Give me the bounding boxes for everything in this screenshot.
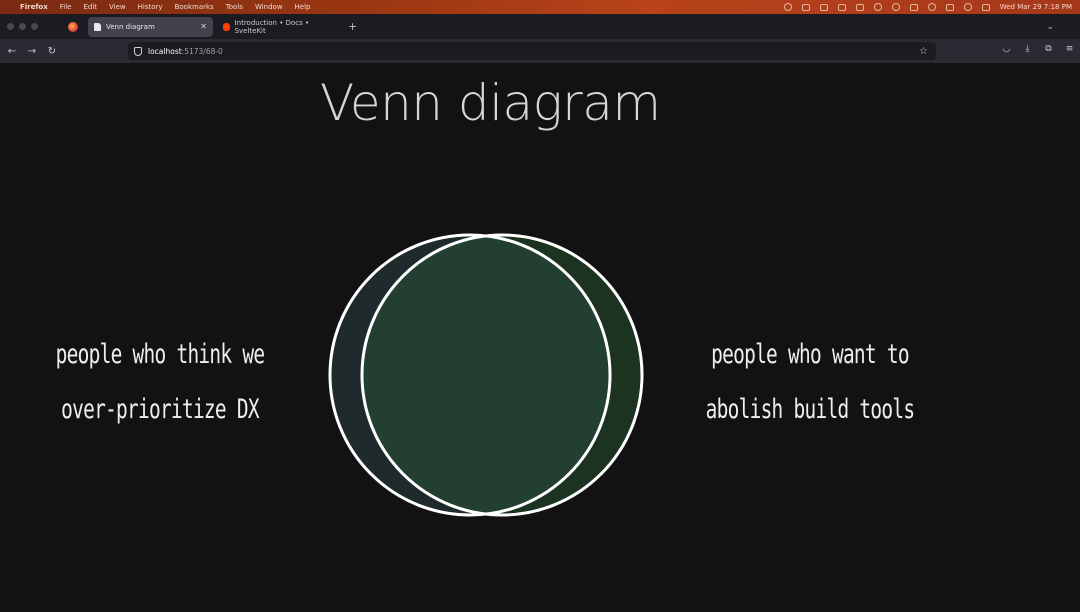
status-lock-icon[interactable] xyxy=(909,3,918,11)
toolbar-right-icons: ◡ ⤓ ⧉ ≡ xyxy=(1002,44,1074,54)
overlap-region xyxy=(362,235,610,515)
menu-file[interactable]: File xyxy=(59,3,72,11)
menu-help[interactable]: Help xyxy=(294,3,311,11)
new-tab-icon[interactable]: + xyxy=(348,20,358,33)
page-content: Venn diagram people who think we over-pr… xyxy=(0,63,1080,612)
zoom-window-button[interactable] xyxy=(31,23,38,30)
extensions-icon[interactable]: ⧉ xyxy=(1045,44,1052,54)
right-set-label: people who want to abolish build tools xyxy=(680,327,939,437)
menu-window[interactable]: Window xyxy=(254,3,283,11)
left-label-line-1: people who think we xyxy=(55,339,265,370)
tab-sveltekit-docs[interactable]: Introduction • Docs • SvelteKit xyxy=(217,17,342,37)
tab-venn-diagram[interactable]: Venn diagram ✕ xyxy=(88,16,213,37)
menu-app-firefox[interactable]: Firefox xyxy=(20,3,48,11)
display-icon[interactable] xyxy=(981,3,990,11)
reload-icon[interactable]: ↻ xyxy=(47,45,57,57)
menu-bookmarks[interactable]: Bookmarks xyxy=(174,3,214,11)
minimize-window-button[interactable] xyxy=(19,23,26,30)
menu-edit[interactable]: Edit xyxy=(83,3,98,11)
url-bar[interactable]: localhost :5173/68-0 ☆ xyxy=(128,42,936,114)
wifi-icon[interactable] xyxy=(927,3,936,11)
status-box-icon[interactable] xyxy=(801,3,810,11)
status-battery-icon[interactable] xyxy=(855,3,864,11)
left-label-line-2: over-prioritize DX xyxy=(61,394,259,425)
svelte-favicon-icon xyxy=(223,22,230,31)
navigation-toolbar: ← → ↻ localhost :5173/68-0 ☆ ◡ ⤓ ⧉ ≡ xyxy=(0,39,1080,114)
hamburger-menu-icon[interactable]: ≡ xyxy=(1065,44,1074,54)
tab-strip: Venn diagram ✕ Introduction • Docs • Sve… xyxy=(0,14,1080,39)
status-play-icon[interactable] xyxy=(873,3,882,11)
venn-diagram xyxy=(328,233,644,517)
left-set-label: people who think we over-prioritize DX xyxy=(30,327,289,437)
forward-arrow-icon[interactable]: → xyxy=(27,45,37,57)
menu-view[interactable]: View xyxy=(109,3,126,11)
status-shield-icon[interactable] xyxy=(837,3,846,11)
status-clock-icon[interactable] xyxy=(891,3,900,11)
list-all-tabs-icon[interactable]: ⌄ xyxy=(1046,21,1054,32)
page-title: Venn diagram xyxy=(320,74,661,132)
bookmark-star-icon[interactable]: ☆ xyxy=(919,45,928,57)
menu-history[interactable]: History xyxy=(137,3,163,11)
right-set-outline xyxy=(360,233,644,517)
tracking-protection-icon[interactable] xyxy=(134,46,142,56)
status-icons: Wed Mar 29 7:18 PM xyxy=(783,3,1080,11)
macos-menu-bar: Firefox File Edit View History Bookmarks… xyxy=(0,0,1080,14)
window-controls xyxy=(7,23,38,30)
url-host: localhost xyxy=(148,46,182,56)
page-favicon-icon xyxy=(94,22,101,31)
close-window-button[interactable] xyxy=(7,23,14,30)
tab-label: Venn diagram xyxy=(106,22,155,31)
status-grid-icon[interactable] xyxy=(819,3,828,11)
firefox-view-icon[interactable] xyxy=(68,21,78,32)
back-arrow-icon[interactable]: ← xyxy=(7,45,17,57)
url-path: :5173/68-0 xyxy=(181,46,223,56)
right-label-line-1: people who want to xyxy=(711,339,909,370)
menu-tools[interactable]: Tools xyxy=(225,3,243,11)
tab-close-icon[interactable]: ✕ xyxy=(200,22,207,31)
downloads-icon[interactable]: ⤓ xyxy=(1025,44,1030,54)
search-icon[interactable] xyxy=(963,3,972,11)
left-set-outline xyxy=(328,233,612,517)
tab-label: Introduction • Docs • SvelteKit xyxy=(234,18,310,35)
right-label-line-2: abolish build tools xyxy=(705,394,915,425)
pocket-icon[interactable]: ◡ xyxy=(1002,44,1011,54)
menubar-clock[interactable]: Wed Mar 29 7:18 PM xyxy=(999,3,1072,11)
control-center-icon[interactable] xyxy=(945,3,954,11)
status-app-icon[interactable] xyxy=(783,3,792,11)
